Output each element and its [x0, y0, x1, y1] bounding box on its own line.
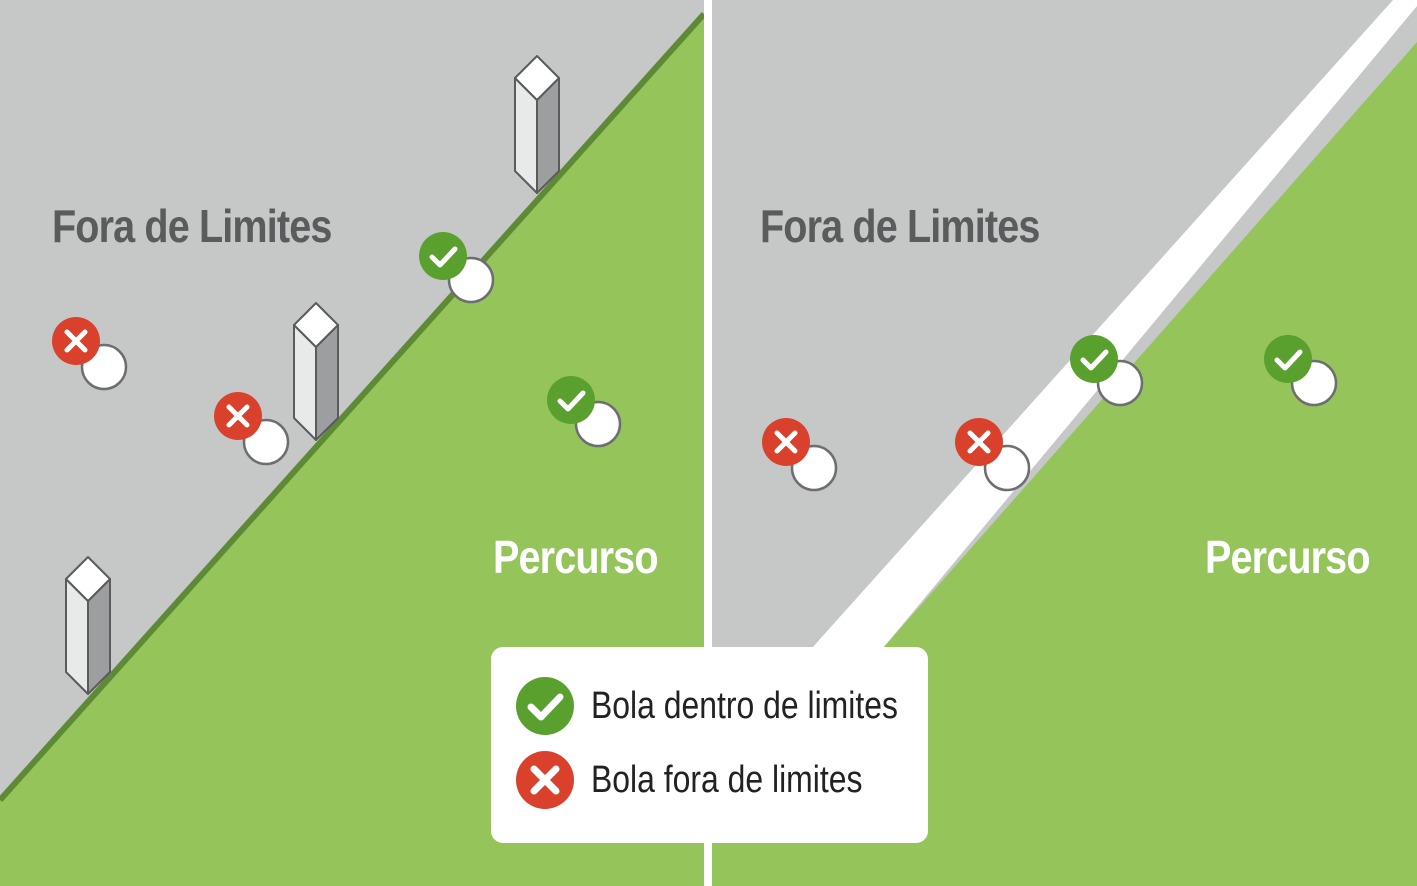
boundary-stake	[65, 556, 111, 695]
right-out-of-bounds-label: Fora de Limites	[760, 200, 1040, 252]
panel-divider	[704, 0, 712, 886]
golf-ball-out	[214, 392, 290, 466]
legend-label-out-of-bounds: Bola fora de limites	[591, 758, 863, 801]
boundary-stake	[293, 302, 339, 441]
golf-ball-out	[762, 418, 838, 492]
boundary-line	[0, 11, 707, 803]
golf-ball-out	[52, 317, 128, 391]
legend: Bola dentro de limites Bola fora de limi…	[491, 647, 928, 843]
legend-label-in-bounds: Bola dentro de limites	[591, 684, 898, 727]
check-icon	[516, 677, 574, 735]
left-out-of-bounds-label: Fora de Limites	[52, 200, 332, 252]
legend-item-in-bounds: Bola dentro de limites	[515, 675, 956, 737]
cross-icon	[516, 751, 574, 809]
golf-ball-in	[419, 232, 495, 304]
boundary-strip	[812, 0, 1417, 648]
legend-item-out-of-bounds: Bola fora de limites	[515, 749, 914, 811]
right-course-label: Percurso	[1205, 531, 1370, 583]
boundary-stake	[514, 55, 560, 194]
golf-ball-in	[547, 376, 622, 448]
golf-ball-out	[955, 418, 1031, 492]
golf-ball-in	[1264, 335, 1338, 407]
golf-ball-in	[1070, 335, 1144, 407]
left-course-label: Percurso	[493, 531, 658, 583]
